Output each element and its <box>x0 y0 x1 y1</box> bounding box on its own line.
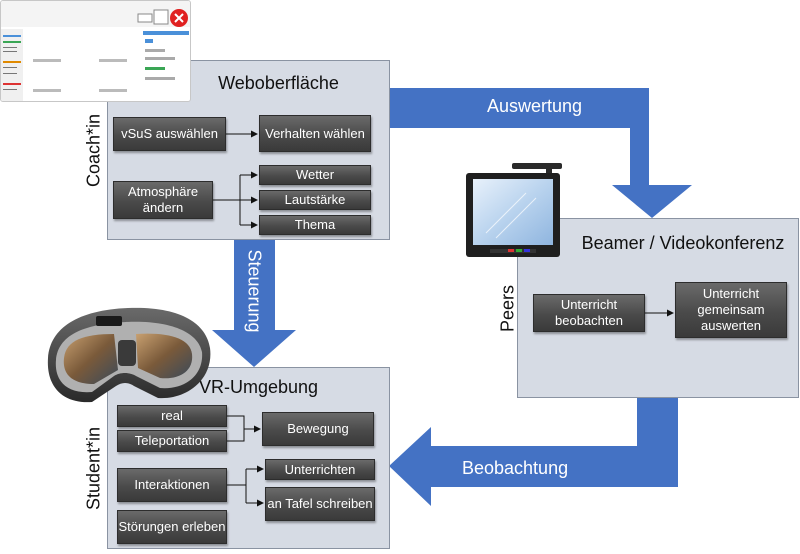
browser-window-icon <box>0 0 191 102</box>
board-writing-box: an Tafel schreiben <box>265 487 375 521</box>
observation-arrow <box>389 398 678 506</box>
real-box: real <box>117 405 227 427</box>
vr-headset-icon <box>47 307 211 403</box>
beamer-title: Beamer / Videokonferenz <box>581 233 785 253</box>
connector-movement <box>227 415 245 442</box>
interactions-box: Interaktionen <box>117 468 227 502</box>
select-behavior-box: Verhalten wählen <box>259 115 371 152</box>
teleportation-box: Teleportation <box>117 430 227 452</box>
evaluate-together-box: Unterricht gemeinsam auswerten <box>675 282 787 338</box>
control-arrow <box>212 238 296 367</box>
web-interface-title: Weboberfläche <box>218 73 339 93</box>
observe-lesson-box: Unterricht beobachten <box>533 294 645 332</box>
change-atmosphere-box: Atmosphäre ändern <box>113 181 213 219</box>
volume-box: Lautstärke <box>259 190 371 210</box>
movement-box: Bewegung <box>262 412 374 446</box>
browser-window-graphic <box>1 1 190 101</box>
observation-arrow-label: Beobachtung <box>462 458 569 478</box>
select-students-box: vSuS auswählen <box>113 117 226 151</box>
topic-box: Thema <box>259 215 371 235</box>
evaluation-arrow-label: Auswertung <box>487 96 583 116</box>
vr-title: VR-Umgebung <box>198 377 319 397</box>
teaching-box: Unterrichten <box>265 459 375 480</box>
smartboard-icon <box>466 163 562 257</box>
disruptions-box: Störungen erleben <box>117 510 227 544</box>
weather-box: Wetter <box>259 165 371 185</box>
evaluation-arrow <box>389 88 692 218</box>
